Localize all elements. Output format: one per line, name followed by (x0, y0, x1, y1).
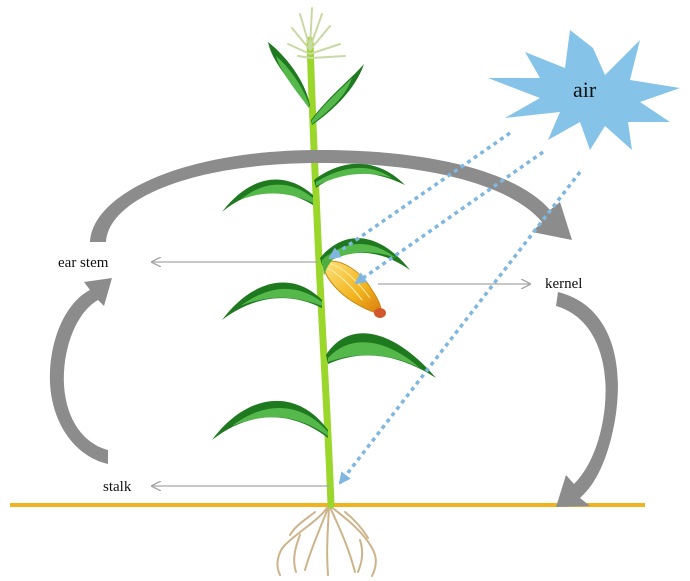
left-cycle-arrow (49, 278, 112, 464)
cycle-arrows (49, 150, 618, 507)
corn-ear-icon (322, 254, 386, 318)
roots (276, 504, 377, 577)
starburst-icon (488, 30, 680, 150)
tassel (287, 7, 346, 59)
top-cycle-arrow (90, 150, 572, 242)
ear-stem-label: ear stem (58, 255, 109, 271)
right-cycle-arrow (556, 292, 618, 507)
air-flow-to-kernel (354, 150, 545, 285)
kernel-label: kernel (545, 276, 582, 292)
stalk-label: stalk (103, 479, 132, 495)
air-flow-to-stalk (338, 170, 582, 485)
pointer-arrows (152, 262, 530, 486)
air-flow-arrows (328, 131, 582, 485)
air-label: air (573, 77, 597, 102)
plant-stalk (306, 36, 335, 509)
leaves (212, 42, 436, 440)
